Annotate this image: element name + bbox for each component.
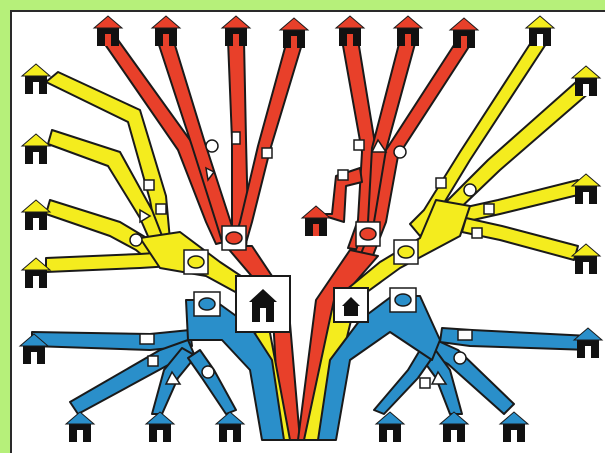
house-icon [64,411,96,442]
yellow-junction-dot [397,245,415,259]
junction-node-icon [435,177,447,189]
junction-node-icon [201,365,215,379]
house-icon [524,15,556,46]
junction-node-icon [463,183,477,197]
blue-hub-right [317,295,441,441]
junction-node-icon [471,227,483,239]
house-icon [278,17,310,48]
house-icon [448,17,480,48]
junction-node-icon [353,139,365,151]
yellow-branch-8 [461,217,579,261]
junction-node-icon [129,233,143,247]
junction-node-icon [393,145,407,159]
junction-node-icon [337,169,349,181]
junction-boxes [183,221,419,317]
house-icon [144,411,176,442]
tree-diagram [18,15,604,442]
junction-node-icon [457,329,473,341]
house-icon [92,15,124,46]
junction-node-icon [143,179,155,191]
house-icon [20,133,52,164]
houses [18,15,604,442]
junction-node-icon [483,203,495,215]
house-icon [570,173,602,204]
house-icon [220,15,252,46]
house-icon [438,411,470,442]
red-branch-8 [317,167,363,223]
house-icon [374,411,406,442]
yellow-junction-dot [187,255,205,269]
blue-junction-dot [198,297,216,311]
blue-hub-left [185,299,285,441]
junction-node-icon [205,139,219,153]
junction-node-icon [139,208,152,224]
house-icon [214,411,246,442]
junction-node-icon [430,370,448,385]
junction-node-icon [164,370,182,385]
main-house-node-left [235,275,291,333]
red-branch-2 [157,41,239,249]
house-icon [572,327,604,358]
junction-node-icon [139,333,155,345]
blue-branch-4 [187,349,237,415]
main-house-node-icon [249,289,277,302]
main-house-node-right [333,287,369,323]
house-icon [150,15,182,46]
junction-node-icon [419,377,431,389]
junction-node-icon [261,147,273,159]
red-junction-dot [225,231,243,245]
diagram-canvas [10,10,605,453]
house-icon [570,243,602,274]
house-icon [300,205,332,236]
red-branches [101,39,473,441]
junction-node-icon [205,166,216,182]
main-house-node-icon [342,297,360,306]
red-junction-dot [359,227,377,241]
house-icon [20,257,52,288]
house-icon [20,63,52,94]
blue-junction-dot [394,293,412,307]
house-icon [20,199,52,230]
junction-node-icon [147,355,159,367]
house-icon [392,15,424,46]
house-icon [18,333,50,364]
house-icon [334,15,366,46]
house-icon [570,65,602,96]
junction-node-icon [453,351,467,365]
junction-node-icon [155,203,167,215]
junction-node-icon [231,131,241,145]
house-icon [498,411,530,442]
junction-node-icon [370,138,388,153]
junction-marks [129,131,495,389]
